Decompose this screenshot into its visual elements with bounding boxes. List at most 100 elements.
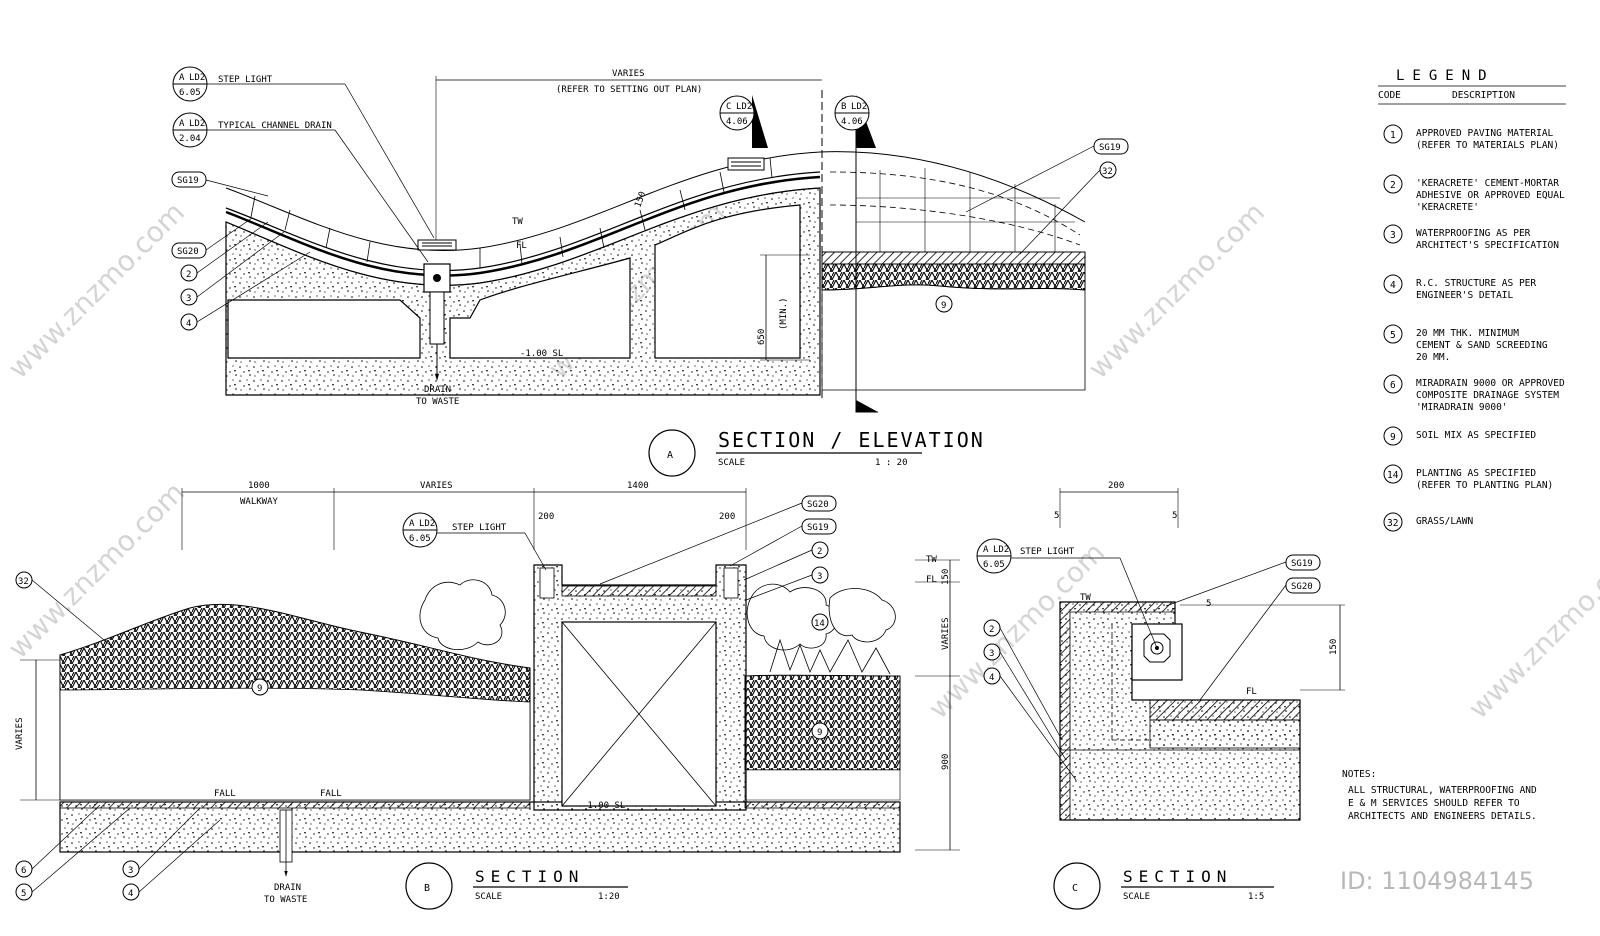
legend-description: 'KERACRETE': [1416, 202, 1479, 213]
dim-h-top: 150: [941, 569, 951, 585]
section-title: SECTION / ELEVATION: [718, 428, 985, 452]
tag-3-b-2: 3: [122, 807, 201, 878]
level-tw-a: TW: [512, 217, 523, 227]
callout-sheet: LD2: [419, 519, 435, 529]
section-b-drawing: [20, 488, 960, 877]
legend-code: 4: [1390, 280, 1396, 291]
callout-page: 4.06: [841, 117, 863, 127]
callout-ref: A: [179, 119, 185, 129]
tag-text: 6: [21, 866, 26, 876]
dim-height-a: 650: [757, 329, 767, 345]
legend-code-circle: [1383, 512, 1403, 532]
tag-4-a: 4: [180, 251, 311, 331]
watermark-text-1: www.znzmo.com: [2, 196, 191, 385]
tag-sg20-c: SG20: [1199, 577, 1321, 701]
legend-description: ENGINEER'S DETAIL: [1416, 290, 1514, 301]
tag-4-b: 4: [122, 819, 221, 901]
legend-code: 9: [1390, 432, 1396, 443]
tag-text: SG19: [1291, 559, 1313, 569]
callout-sheet: LD2: [851, 102, 867, 112]
notes-title: NOTES:: [1342, 769, 1376, 780]
tag-sg19-a-2: SG19: [965, 138, 1129, 213]
tag-text: 3: [989, 649, 994, 659]
dim-walkway-width: 1000: [248, 481, 270, 491]
tag-text: 9: [941, 301, 946, 311]
tag-sg19-a: SG19: [171, 171, 269, 197]
level-tw-c: TW: [1080, 593, 1091, 603]
tag-2-b: 2: [743, 541, 829, 581]
legend-description: 'MIRADRAIN 9000': [1416, 402, 1508, 413]
tag-text: 3: [817, 572, 822, 582]
tag-text: 9: [817, 728, 822, 738]
section-a-drawing: [225, 76, 1086, 413]
section-title: SECTION: [475, 867, 584, 886]
legend-description: R.C. STRUCTURE AS PER: [1416, 278, 1536, 289]
legend-code: 3: [1390, 230, 1396, 241]
tag-9-b-2: 9: [811, 722, 829, 740]
legend-description: GRASS/LAWN: [1416, 516, 1473, 527]
tag-3-a: 3: [180, 231, 285, 306]
tag-14-b: 14: [811, 613, 829, 631]
legend-code-circle: [1383, 224, 1403, 244]
tag-text: SG20: [1291, 582, 1313, 592]
level-fl-b: FL: [926, 575, 937, 585]
legend-code-circle: [1383, 324, 1403, 344]
section-marker: B: [424, 883, 430, 894]
drain-label-a-2: TO WASTE: [416, 397, 459, 407]
legend-code: 1: [1390, 130, 1396, 141]
level-sl-b: -1.00 SL: [582, 801, 625, 811]
tag-3-b: 3: [745, 566, 829, 601]
dim-c-width: 200: [1108, 481, 1124, 491]
callout-label: STEP LIGHT: [1020, 547, 1075, 557]
scale-value: 1 : 20: [875, 458, 908, 468]
tag-32-b: 32: [15, 571, 111, 646]
legend-description: PLANTING AS SPECIFIED: [1416, 468, 1536, 479]
id-label: ID: 1104984145: [1340, 867, 1534, 895]
callout-label: TYPICAL CHANNEL DRAIN: [218, 121, 332, 131]
tag-9-a: 9: [935, 295, 953, 313]
fall-right: FALL: [320, 789, 342, 799]
tag-text: 32: [18, 577, 29, 587]
tag-5-b: 5: [15, 807, 131, 901]
scale-value: 1:20: [598, 892, 620, 902]
fall-left: FALL: [214, 789, 236, 799]
drain-label-b: DRAIN: [274, 883, 301, 893]
legend-title: LEGEND: [1396, 68, 1495, 84]
dim-varies-b: VARIES: [420, 481, 453, 491]
section-marker: C: [1072, 883, 1078, 894]
dim-height-note-a: (MIN.): [779, 297, 789, 330]
legend-description: 20 MM THK. MINIMUM: [1416, 328, 1519, 339]
title-block-a: A SECTION / ELEVATION SCALE 1 : 20: [648, 428, 985, 477]
section-c-drawing: [1059, 488, 1345, 821]
scale-label: SCALE: [475, 892, 502, 902]
tag-text: 4: [186, 319, 191, 329]
legend-code-circle: [1383, 274, 1403, 294]
dim-cap-left: 200: [538, 512, 554, 522]
callout-sheet: LD2: [189, 73, 205, 83]
section-a-labels: A LD2 6.05 STEP LIGHT A LD2 2.04 TYPICAL…: [171, 66, 1129, 477]
section-marker: A: [667, 450, 673, 461]
dim-cap-right: 200: [719, 512, 735, 522]
callout-step-light-b: A LD2 6.05 STEP LIGHT: [402, 512, 547, 571]
tag-2-c: 2: [983, 619, 1063, 741]
scale-label: SCALE: [1123, 892, 1150, 902]
notes-line: E & M SERVICES SHOULD REFER TO: [1348, 798, 1520, 809]
tag-sg19-c: SG19: [1165, 554, 1321, 607]
dim-varies-a: VARIES: [612, 69, 645, 79]
level-fl-c: FL: [1246, 687, 1257, 697]
callout-channel-drain: A LD2 2.04 TYPICAL CHANNEL DRAIN: [172, 112, 429, 263]
tag-text: 3: [128, 866, 133, 876]
tag-text: 9: [257, 684, 262, 694]
legend-description: MIRADRAIN 9000 OR APPROVED: [1416, 378, 1565, 389]
dim-h-base: 900: [941, 754, 951, 770]
legend-description: (REFER TO PLANTING PLAN): [1416, 480, 1553, 491]
dim-left-varies: VARIES: [15, 717, 25, 750]
callout-step-light-c: A LD2 6.05 STEP LIGHT: [976, 538, 1158, 649]
tag-text: SG20: [807, 500, 829, 510]
callout-ref: A: [179, 73, 185, 83]
tag-text: 5: [21, 889, 26, 899]
callout-page: 4.06: [726, 117, 748, 127]
